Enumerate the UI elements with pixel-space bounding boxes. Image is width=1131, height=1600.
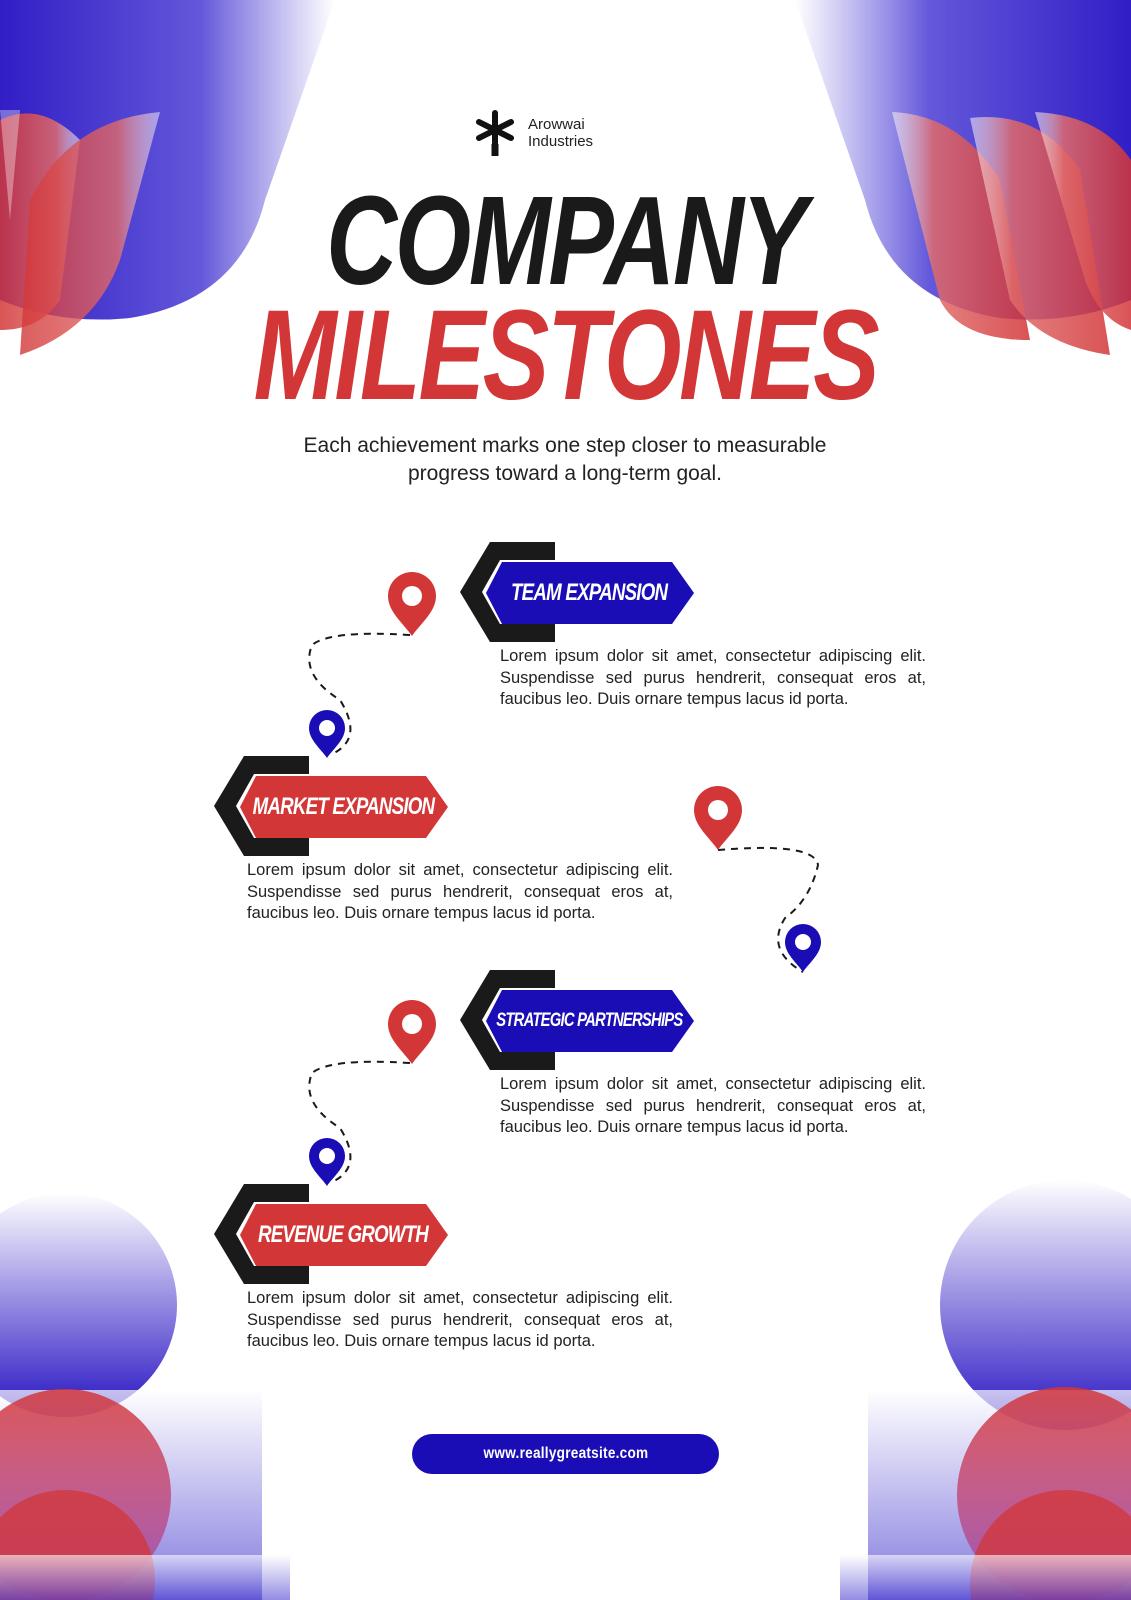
milestone-badge-frame	[460, 542, 694, 642]
brand-name-line1: Arowwai	[528, 116, 585, 133]
subtitle-line1: Each achievement marks one step closer t…	[303, 434, 827, 457]
page-title-line1: COMPANY	[326, 170, 807, 311]
milestone-description: Lorem ipsum dolor sit amet, consectetur …	[500, 647, 926, 708]
brand-name-line2: Industries	[528, 133, 594, 150]
map-pin-icon	[388, 1000, 436, 1064]
path-1	[308, 632, 411, 756]
brand-name: Arowwai Industries	[528, 116, 593, 150]
map-pin-icon	[309, 1138, 345, 1186]
brand-logo: Arowwai Industries	[476, 110, 593, 156]
asterisk-logo-icon	[476, 110, 514, 156]
website-link[interactable]: www.reallygreatsite.com	[483, 1445, 648, 1462]
milestone-badge-frame	[214, 1184, 448, 1284]
milestone-description: Lorem ipsum dolor sit amet, consectetur …	[247, 861, 673, 922]
map-pin-icon	[388, 572, 436, 636]
milestone-badge-frame	[460, 970, 694, 1070]
milestone-badge-frame	[214, 756, 448, 856]
subtitle-line2: progress toward a long-term goal.	[408, 462, 722, 485]
milestone-label: MARKET EXPANSION	[252, 793, 434, 820]
map-pin-icon	[309, 710, 345, 758]
website-button[interactable]: www.reallygreatsite.com	[412, 1434, 719, 1474]
map-pin-icon	[785, 924, 821, 972]
path-2	[717, 846, 820, 973]
path-3	[308, 1060, 411, 1184]
milestone-label: STRATEGIC PARTNERSHIPS	[495, 1010, 683, 1031]
milestone-description: Lorem ipsum dolor sit amet, consectetur …	[247, 1289, 673, 1350]
milestone-label: TEAM EXPANSION	[510, 579, 668, 606]
page-title-line2: MILESTONES	[253, 284, 880, 427]
milestone-description: Lorem ipsum dolor sit amet, consectetur …	[500, 1075, 926, 1136]
map-pin-icon	[694, 786, 742, 850]
milestone-label: REVENUE GROWTH	[257, 1221, 429, 1248]
subtitle: Each achievement marks one step closer t…	[265, 432, 865, 488]
